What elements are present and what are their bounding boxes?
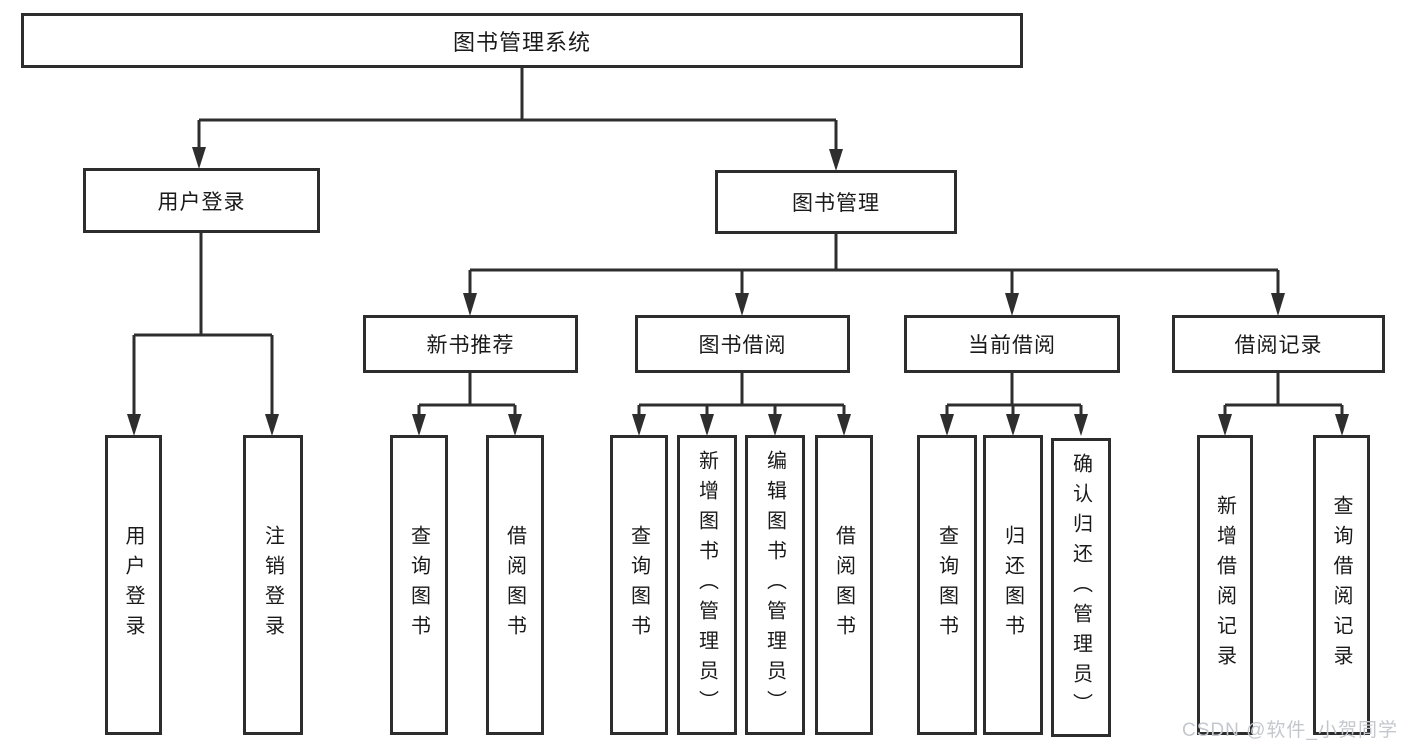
arrowhead — [940, 414, 954, 436]
leaf-add-book-admin: 新增图书（管理员） — [677, 435, 737, 735]
leaf-borrow-book: 借阅图书 — [815, 435, 873, 735]
arrowhead — [837, 414, 851, 436]
arrowhead-leaf-logout — [265, 414, 279, 436]
leaf-query-book-current: 查询图书 — [917, 435, 977, 735]
arrowhead — [1006, 414, 1020, 436]
arrowhead-book-management — [829, 149, 843, 171]
arrowhead — [1335, 414, 1349, 436]
node-current-borrow: 当前借阅 — [904, 315, 1120, 373]
arrowhead-leaf-user-login — [127, 414, 141, 436]
leaf-query-book-borrow: 查询图书 — [610, 435, 668, 735]
arrowhead — [1218, 414, 1232, 436]
connector-new-book-recommend-children — [412, 373, 522, 436]
arrowhead — [768, 414, 782, 436]
connector-line — [468, 234, 1280, 295]
leaf-query-borrow-record: 查询借阅记录 — [1313, 435, 1370, 735]
arrowhead — [632, 414, 646, 436]
leaf-query-book-recommend: 查询图书 — [390, 435, 448, 735]
node-book-borrow: 图书借阅 — [635, 315, 850, 373]
arrowhead-current-borrow — [1005, 293, 1019, 316]
connector-line — [1223, 373, 1344, 416]
connector-book-management-children — [463, 234, 1285, 316]
arrowhead-book-borrow — [735, 293, 749, 316]
node-new-book-recommend: 新书推荐 — [363, 315, 578, 373]
connector-line — [417, 373, 517, 416]
arrowhead-new-book-recommend — [463, 293, 477, 316]
arrowhead-borrow-records — [1271, 293, 1285, 316]
connector-book-borrow-children — [632, 373, 851, 436]
arrowhead — [412, 414, 426, 436]
connector-borrow-records-children — [1218, 373, 1349, 436]
leaf-edit-book-admin: 编辑图书（管理员） — [745, 435, 805, 735]
leaf-logout-login: 注销登录 — [243, 435, 303, 735]
leaf-confirm-return-admin: 确认归还（管理员） — [1051, 438, 1111, 737]
node-library-system: 图书管理系统 — [21, 13, 1023, 68]
arrowhead — [1074, 414, 1088, 436]
arrowhead-user-login — [192, 147, 206, 169]
csdn-watermark: CSDN @软件_小贺同学 — [1182, 720, 1398, 741]
connector-line — [945, 373, 1083, 416]
connector-line — [197, 68, 838, 151]
leaf-borrow-book-recommend: 借阅图书 — [486, 435, 544, 735]
arrowhead — [700, 414, 714, 436]
connector-line — [637, 373, 846, 416]
connector-user-login-children — [127, 233, 279, 436]
leaf-add-borrow-record: 新增借阅记录 — [1197, 435, 1253, 735]
connector-root-to-level2 — [192, 68, 843, 171]
leaf-user-login: 用户登录 — [105, 435, 162, 735]
node-book-management: 图书管理 — [715, 170, 957, 234]
node-borrow-records: 借阅记录 — [1172, 315, 1385, 373]
node-user-login: 用户登录 — [83, 168, 320, 233]
arrowhead — [508, 414, 522, 436]
connector-line — [132, 233, 274, 416]
leaf-return-book: 归还图书 — [983, 435, 1043, 735]
connector-current-borrow-children — [940, 373, 1088, 436]
